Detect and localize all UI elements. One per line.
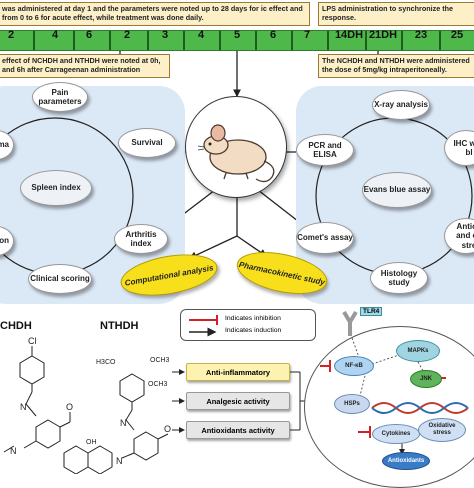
protocol-note-top-left: was administered at day 1 and the parame… — [0, 2, 310, 26]
timeline-tick-label: 14DH — [334, 29, 364, 41]
analgesic-activity-box: Analgesic activity — [186, 392, 290, 410]
timeline-tick-label: 21DH — [368, 29, 398, 41]
nfkb-node: NF-κB — [334, 356, 374, 376]
och3-top-right: OCH3 — [150, 357, 170, 364]
timeline-tick-label: 4 — [51, 29, 59, 41]
mapks-node: MAPKs — [396, 340, 440, 362]
hsps-node: HSPs — [334, 394, 370, 414]
timeline-tick-label: 2 — [7, 29, 15, 41]
timeline-divider — [33, 31, 35, 50]
antioxidants-activity-box: Antioxidants activity — [186, 421, 290, 439]
och3-right: OCH3 — [148, 381, 168, 388]
mouse-circle — [185, 96, 287, 198]
cytokines-node: Cytokines — [372, 424, 420, 444]
comet-assay-node: Comet's assay — [296, 222, 354, 254]
o-atom-right: O — [164, 424, 171, 434]
timeline-tick-label: 6 — [269, 29, 277, 41]
timeline-tick-label: 6 — [85, 29, 93, 41]
timeline-divider — [183, 31, 185, 50]
timeline-tick-label: 5 — [233, 29, 241, 41]
timeline-divider — [439, 31, 441, 50]
arthritis-index-node: Arthritis index — [114, 224, 168, 254]
timeline-divider — [401, 31, 403, 50]
tlr4-label: TLR4 — [360, 307, 383, 316]
oh-group: OH — [86, 439, 97, 446]
legend: Indicates inhibition Indicates induction — [180, 309, 316, 341]
jnk-node: JNK — [410, 370, 442, 388]
timeline-tick-label: 4 — [197, 29, 205, 41]
mechanism-diagram — [320, 310, 469, 455]
pcr-elisa-node: PCR and ELISA — [296, 134, 354, 166]
timeline-divider — [109, 31, 111, 50]
timeline-tick-label: 7 — [303, 29, 311, 41]
clinical-scoring-node: Clinical scoring — [28, 264, 92, 294]
cl-substituent: Cl — [28, 336, 37, 346]
timeline-tick-label: 3 — [161, 29, 169, 41]
pain-parameters-node: Pain parameters — [32, 82, 88, 112]
legend-inhibition-label: Indicates inhibition — [225, 315, 281, 322]
protocol-note-mid-left: effect of NCHDH and NTHDH were noted at … — [0, 54, 170, 78]
protocol-note-mid-right: The NCHDH and NTHDH were administered th… — [318, 54, 474, 78]
compound-structures: Cl N O N OCH3 H3CO OCH3 N O N OH — [3, 336, 171, 474]
evans-blue-node: Evans blue assay — [362, 172, 432, 208]
timeline-tick-label: 25 — [450, 29, 464, 41]
antioxidants-node: Antioxidants — [382, 452, 430, 470]
compound-label-right: NTHDH — [100, 320, 139, 332]
anti-inflammatory-box: Anti-inflammatory — [186, 363, 290, 381]
xray-node: X-ray analysis — [372, 90, 430, 120]
compound-label-left: CHDH — [0, 320, 32, 332]
timeline-tick-label: 23 — [414, 29, 428, 41]
spleen-index-node: Spleen index — [20, 170, 92, 206]
n-atom-left: N — [20, 402, 27, 412]
histology-node: Histology study — [370, 262, 428, 294]
protocol-note-top-right: LPS administration to synchronize the re… — [318, 2, 474, 26]
n-atom-right: N — [120, 418, 127, 428]
timeline-divider — [291, 31, 293, 50]
timeline-tick-label: 2 — [123, 29, 131, 41]
timeline-divider — [327, 31, 329, 50]
timeline-divider — [73, 31, 75, 50]
timeline-divider — [365, 31, 367, 50]
n-atom-right-2: N — [116, 456, 123, 466]
partial-node-antioxidant: Antiox and ox stre — [444, 218, 474, 254]
survival-node: Survival — [118, 128, 176, 158]
nh-atom-left: N — [10, 446, 17, 456]
timeline-divider — [219, 31, 221, 50]
h3co-top-left: H3CO — [96, 359, 116, 366]
oxidative-stress-node: Oxidative stress — [418, 418, 466, 442]
timeline-divider — [255, 31, 257, 50]
timeline-divider — [147, 31, 149, 50]
mouse-icon — [197, 124, 275, 183]
partial-node-ihc: IHC wes bl — [444, 130, 474, 166]
legend-induction-label: Indicates induction — [225, 327, 282, 334]
o-atom-left: O — [66, 402, 73, 412]
